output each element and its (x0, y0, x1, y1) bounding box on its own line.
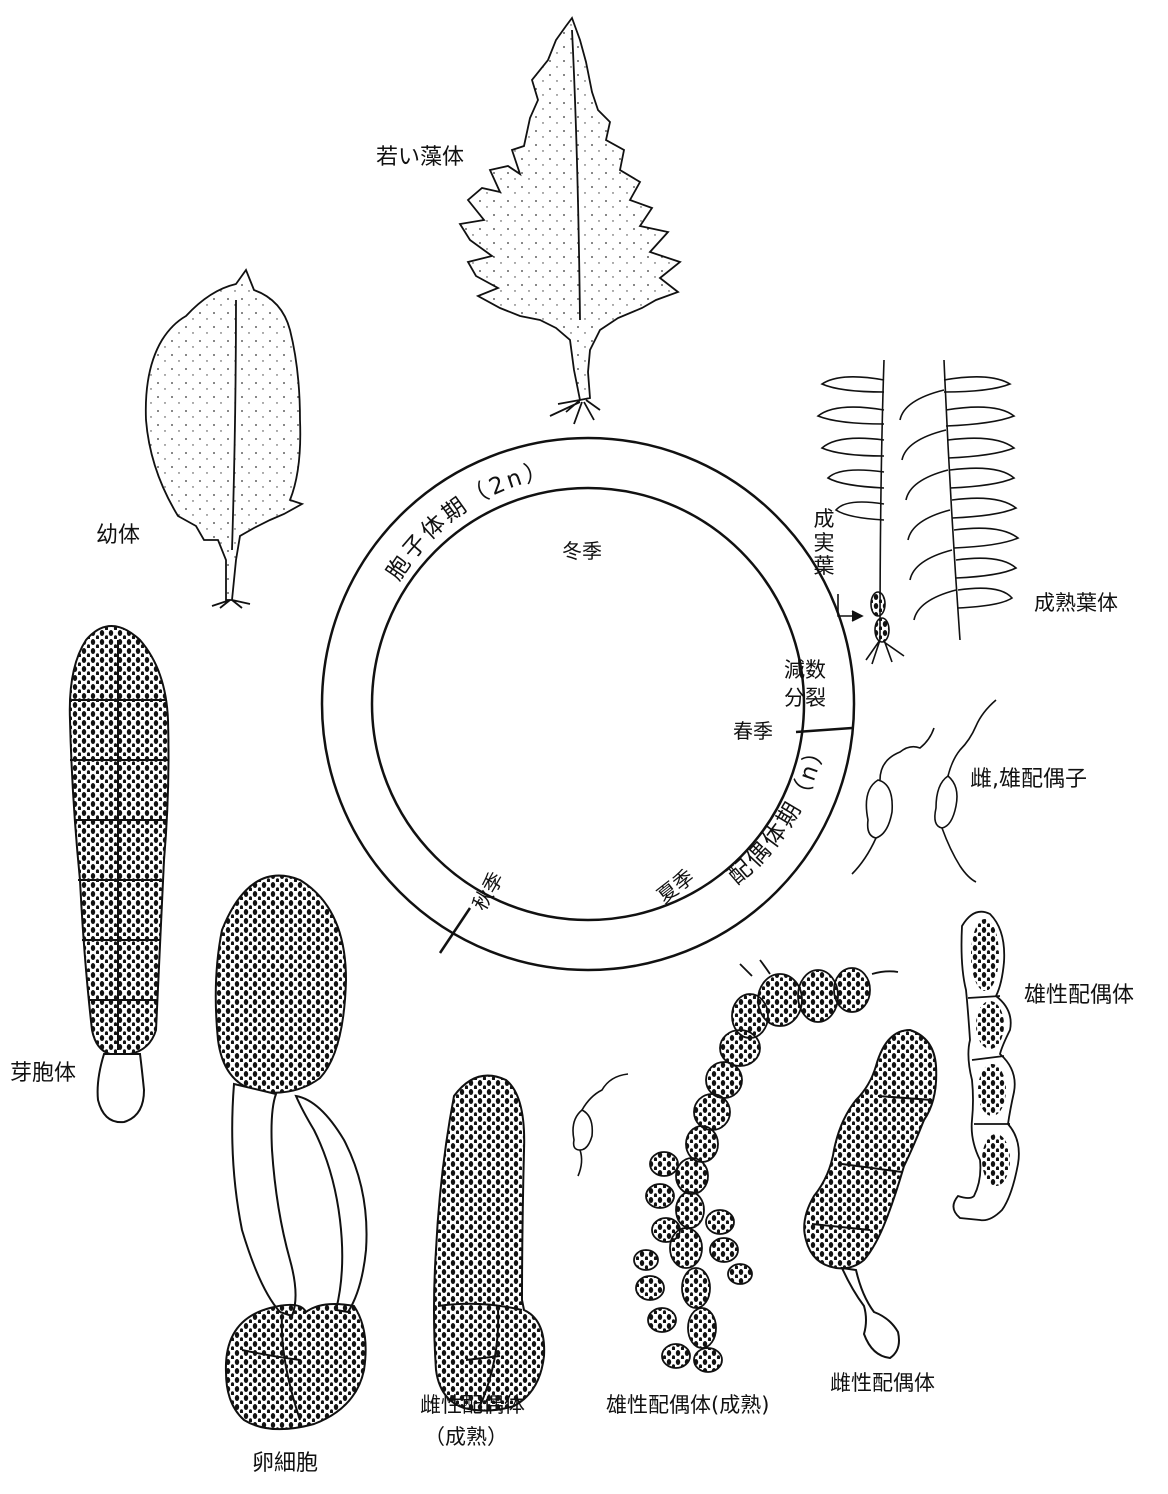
label-mature-thallus: 成熟葉体 (1034, 591, 1118, 615)
sporophyte-phase-label: 胞子体期（2n） (382, 457, 553, 585)
season-winter: 冬季 (562, 539, 602, 563)
label-juvenile: 幼体 (96, 523, 140, 548)
label-young-thallus: 若い藻体 (376, 145, 464, 170)
female-gametophyte-mature-drawing (434, 1076, 544, 1411)
gametophyte-phase-label: 配偶体期（n） (723, 736, 831, 890)
male-gametophyte-drawing (953, 912, 1018, 1221)
label-sporophyll: 成実葉 (812, 508, 836, 579)
label-female-mature-1: 雌性配偶体 (420, 1393, 525, 1417)
label-egg: 卵細胞 (252, 1451, 318, 1476)
label-meiosis-1: 減数 (784, 660, 826, 681)
germling-drawing (70, 626, 169, 1122)
season-spring: 春季 (733, 719, 773, 743)
mature-thallus-drawing (818, 360, 1018, 664)
label-male-gametophyte: 雄性配偶体 (1024, 983, 1134, 1008)
label-female-gametophyte: 雌性配偶体 (830, 1371, 935, 1395)
juvenile-drawing (146, 270, 302, 608)
label-male-mature: 雄性配偶体(成熟) (606, 1393, 769, 1417)
label-meiosis-2: 分裂 (784, 688, 826, 709)
autumn-divider (440, 908, 470, 953)
young-thallus-drawing (460, 18, 680, 424)
label-gametes: 雌,雄配偶子 (970, 767, 1087, 792)
female-gametophyte-drawing (804, 1030, 936, 1358)
meiosis-divider (796, 728, 852, 732)
cycle-ring (322, 438, 854, 970)
egg-cell-drawing (216, 876, 367, 1430)
season-autumn: 秋季 (468, 868, 509, 915)
label-female-mature-2: （成熟） (424, 1425, 508, 1449)
label-germling: 芽胞体 (10, 1061, 76, 1086)
